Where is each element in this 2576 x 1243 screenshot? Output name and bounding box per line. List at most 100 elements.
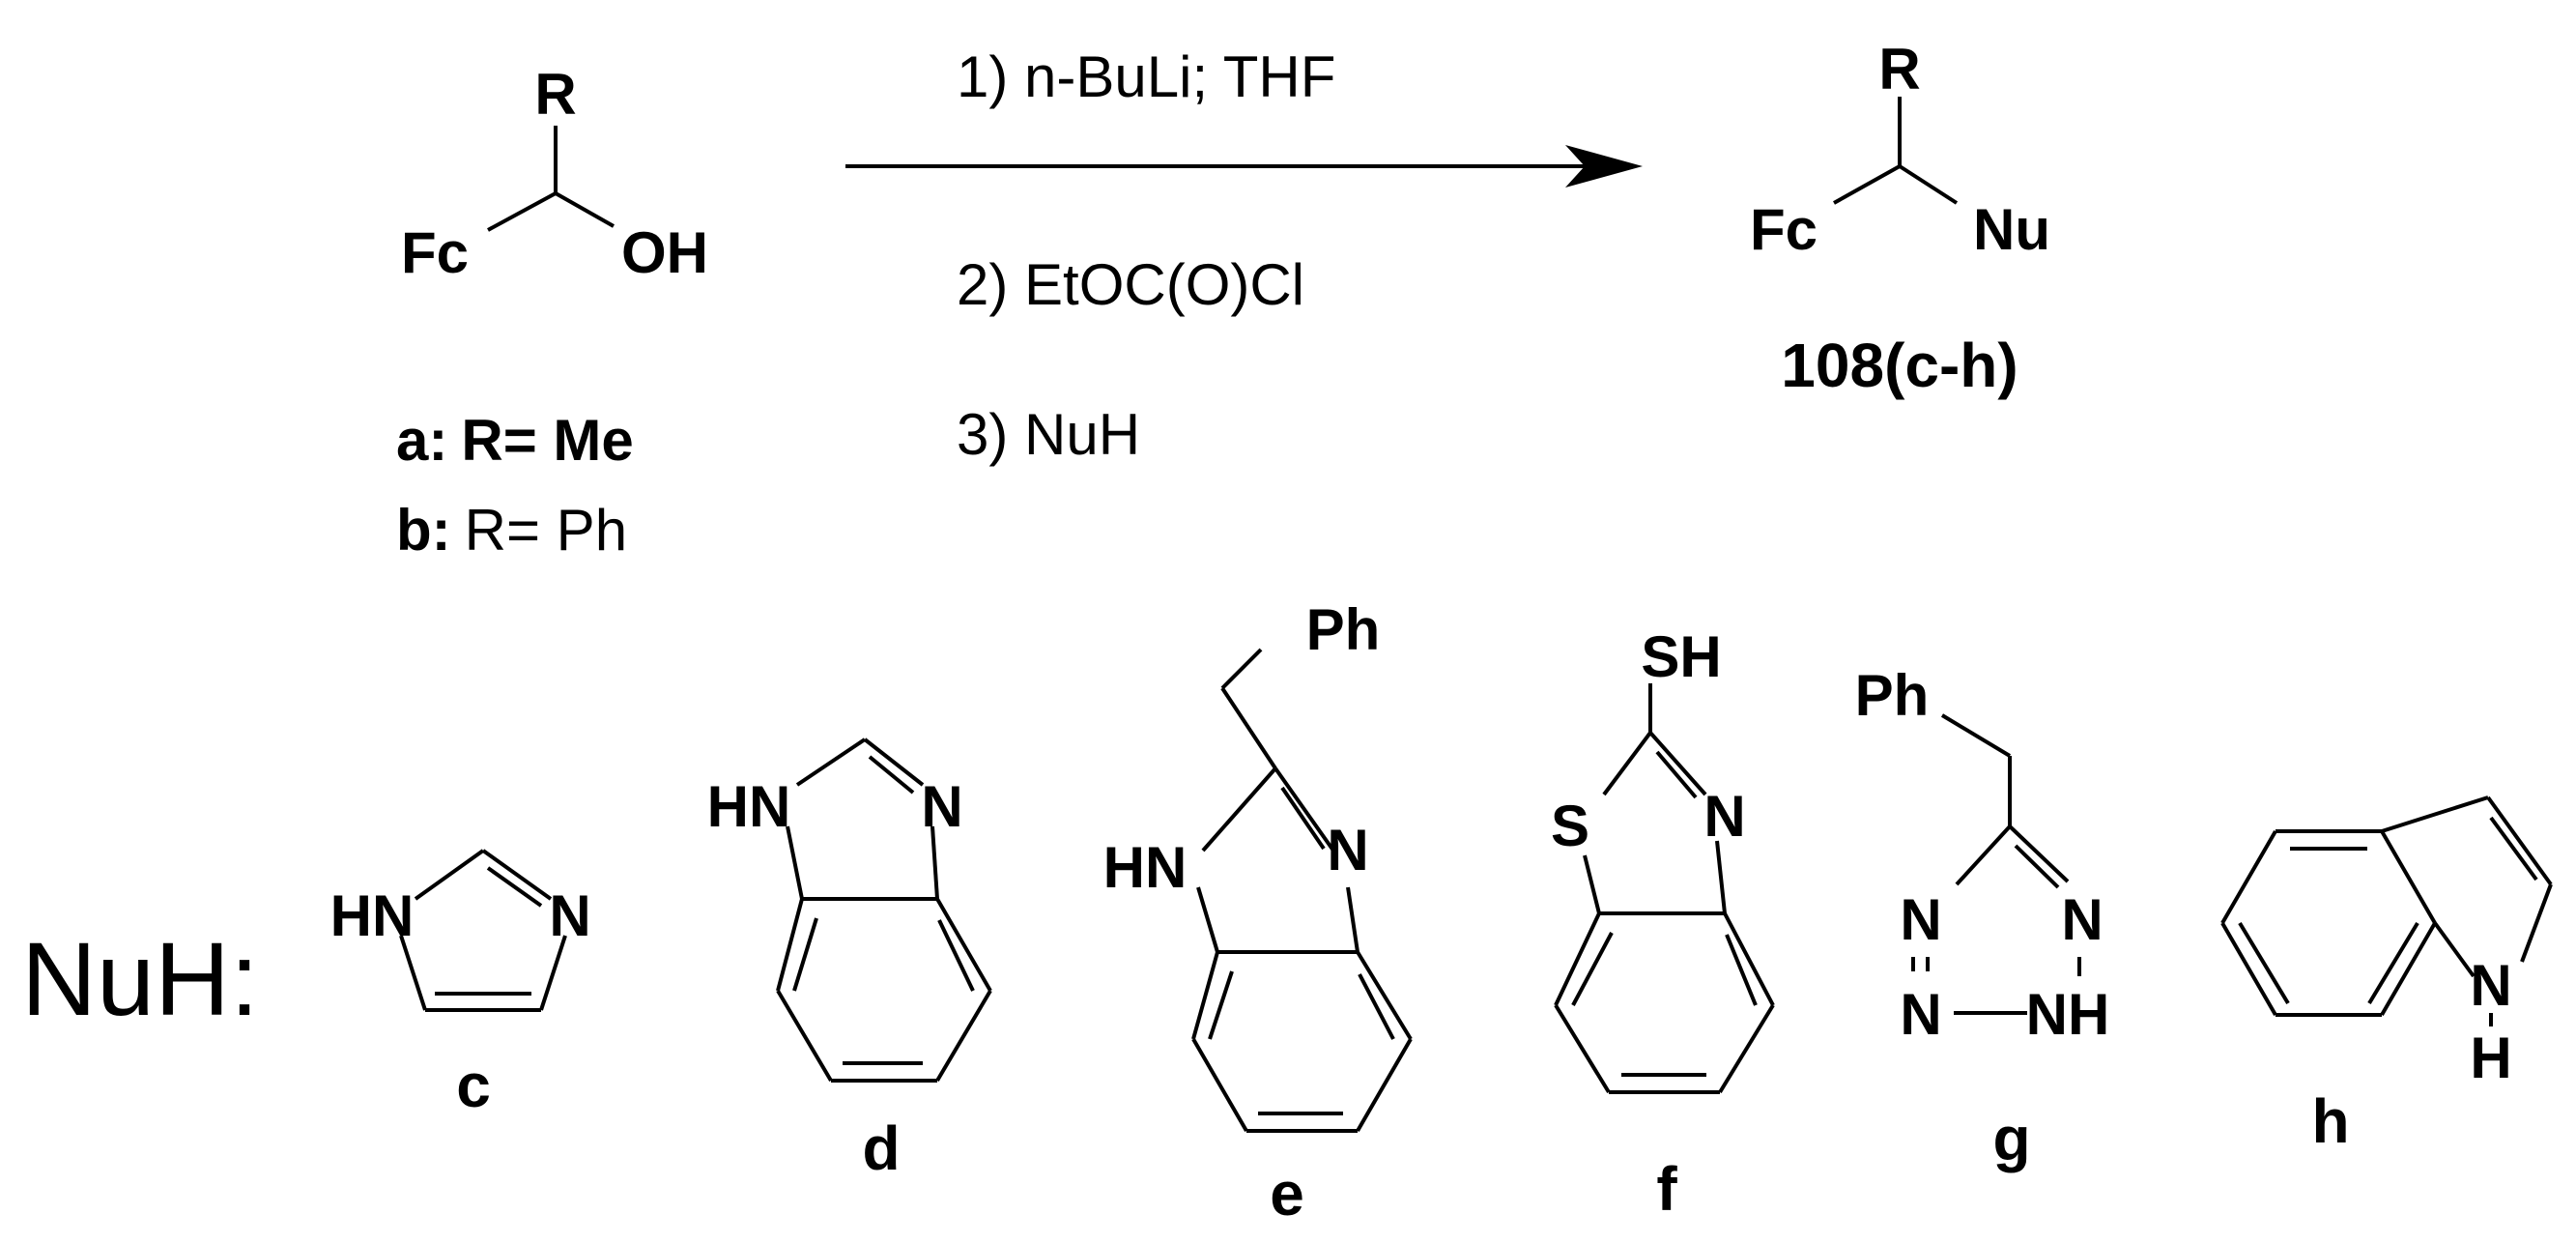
- bond: [539, 935, 567, 1011]
- reactant-oh-label: OH: [621, 220, 708, 285]
- bond: [2008, 824, 2070, 883]
- bond: [1940, 713, 2012, 758]
- bond-inner: [1208, 970, 1234, 1040]
- product-fc-label: Fc: [1750, 197, 1818, 262]
- bond-inner: [2238, 921, 2290, 1005]
- bond: [776, 989, 833, 1083]
- bond-inner: [1358, 973, 1395, 1040]
- nucleophile-g-ph: Ph: [1855, 663, 1930, 728]
- product-number: 108(c-h): [1781, 331, 2018, 400]
- reactant-r-label: R: [534, 62, 576, 127]
- nucleophile-h-n: N: [2470, 953, 2511, 1018]
- variant-b-line: b:R= Ph: [396, 498, 627, 563]
- nucleophile-d-n: N: [921, 774, 962, 839]
- bond-c-oh: [555, 191, 615, 228]
- bond-inner: [2367, 921, 2419, 1005]
- nucleophile-c-structure: HN N: [330, 849, 591, 1012]
- nucleophile-g-nh: NH: [2026, 982, 2110, 1047]
- bond-inner: [1725, 934, 1758, 1006]
- product-structure: R Fc Nu: [1750, 37, 2050, 262]
- nucleophile-e-letter: e: [1270, 1159, 1304, 1229]
- bond: [399, 935, 427, 1011]
- bond-c-fc: [1833, 164, 1901, 205]
- bond: [1191, 1037, 1248, 1133]
- bond-c-fc: [487, 191, 557, 232]
- nucleophile-f-s: S: [1551, 794, 1589, 858]
- bond-inner: [937, 919, 975, 992]
- bond: [1718, 1003, 1775, 1094]
- bond-inner: [2489, 816, 2538, 882]
- bond: [481, 849, 553, 901]
- bond: [1274, 766, 1335, 853]
- nucleophile-g-n-right: N: [2061, 887, 2103, 952]
- nucleophile-c-letter: c: [456, 1051, 491, 1120]
- nucleophile-c-n: N: [549, 883, 590, 948]
- nucleophile-e-n: N: [1327, 818, 1368, 882]
- bond: [1346, 886, 1360, 953]
- bond-inner: [2014, 844, 2060, 889]
- bond: [414, 849, 485, 901]
- bond: [1602, 731, 1652, 796]
- bond: [1554, 912, 1601, 1006]
- bond: [1356, 1037, 1413, 1133]
- nucleophile-g-n-bottom: N: [1900, 982, 1941, 1047]
- nucleophile-f-letter: f: [1656, 1154, 1677, 1224]
- bond: [1220, 686, 1277, 770]
- nucleophile-h-h: H: [2470, 1026, 2511, 1090]
- nucleophile-g-letter: g: [1992, 1104, 2030, 1173]
- condition-step-1: 1) n-BuLi; THF: [957, 44, 1335, 109]
- bond: [2380, 921, 2437, 1017]
- bond: [935, 897, 992, 993]
- bond: [1356, 950, 1413, 1041]
- bond: [1955, 824, 2012, 886]
- product-nu-label: Nu: [1973, 197, 2050, 262]
- bond: [1201, 766, 1277, 853]
- variant-a-text: R= Me: [461, 408, 633, 473]
- bond-inner: [868, 755, 915, 795]
- nucleophile-e-structure: Ph HN N: [1103, 597, 1413, 1133]
- nucleophile-f-sh: SH: [1641, 624, 1721, 689]
- bond: [2220, 921, 2277, 1017]
- condition-step-2: 2) EtOC(O)Cl: [957, 252, 1304, 317]
- bond: [786, 825, 804, 900]
- reaction-arrow-head: [1565, 145, 1643, 188]
- nucleophile-d-structure: HN N: [707, 737, 992, 1083]
- variant-b-text: R= Ph: [465, 498, 627, 563]
- bond: [930, 825, 939, 900]
- bond: [1723, 912, 1775, 1006]
- nucleophile-f-structure: SH S N: [1551, 624, 1775, 1094]
- bond-inner: [1571, 932, 1614, 1006]
- nucleophile-c-hn: HN: [330, 883, 415, 948]
- bond: [1554, 1003, 1611, 1094]
- bond: [2380, 829, 2437, 925]
- bond: [1715, 840, 1727, 914]
- condition-step-3: 3) NuH: [957, 402, 1140, 467]
- reactant-fc-label: Fc: [401, 220, 469, 285]
- nucleophile-d-letter: d: [862, 1113, 900, 1183]
- product-r-label: R: [1878, 37, 1920, 101]
- bond: [2520, 883, 2553, 963]
- bond: [2433, 921, 2476, 978]
- bond: [1583, 854, 1601, 914]
- bond: [795, 737, 867, 787]
- bond: [2381, 795, 2489, 833]
- nucleophile-g-n-left: N: [1900, 887, 1941, 952]
- nucleophile-e-ph: Ph: [1306, 597, 1381, 662]
- bond: [1196, 886, 1219, 953]
- bond: [1191, 951, 1219, 1040]
- nuh-heading: NuH:: [21, 920, 259, 1037]
- nucleophile-e-hn: HN: [1103, 835, 1188, 900]
- bond-inner: [792, 917, 818, 992]
- bond-c-nu: [1898, 164, 1959, 205]
- bond: [1220, 648, 1263, 690]
- bond-inner: [1280, 786, 1326, 851]
- reaction-arrow: [845, 145, 1643, 188]
- bond: [776, 898, 804, 992]
- nucleophile-g-structure: Ph N N N NH: [1855, 663, 2110, 1047]
- variant-a-key: a:: [396, 408, 447, 473]
- nucleophile-d-hn: HN: [707, 774, 791, 839]
- nucleophile-h-structure: N H: [2220, 795, 2553, 1090]
- bond: [863, 737, 925, 787]
- reactant-structure: R Fc OH: [401, 62, 708, 285]
